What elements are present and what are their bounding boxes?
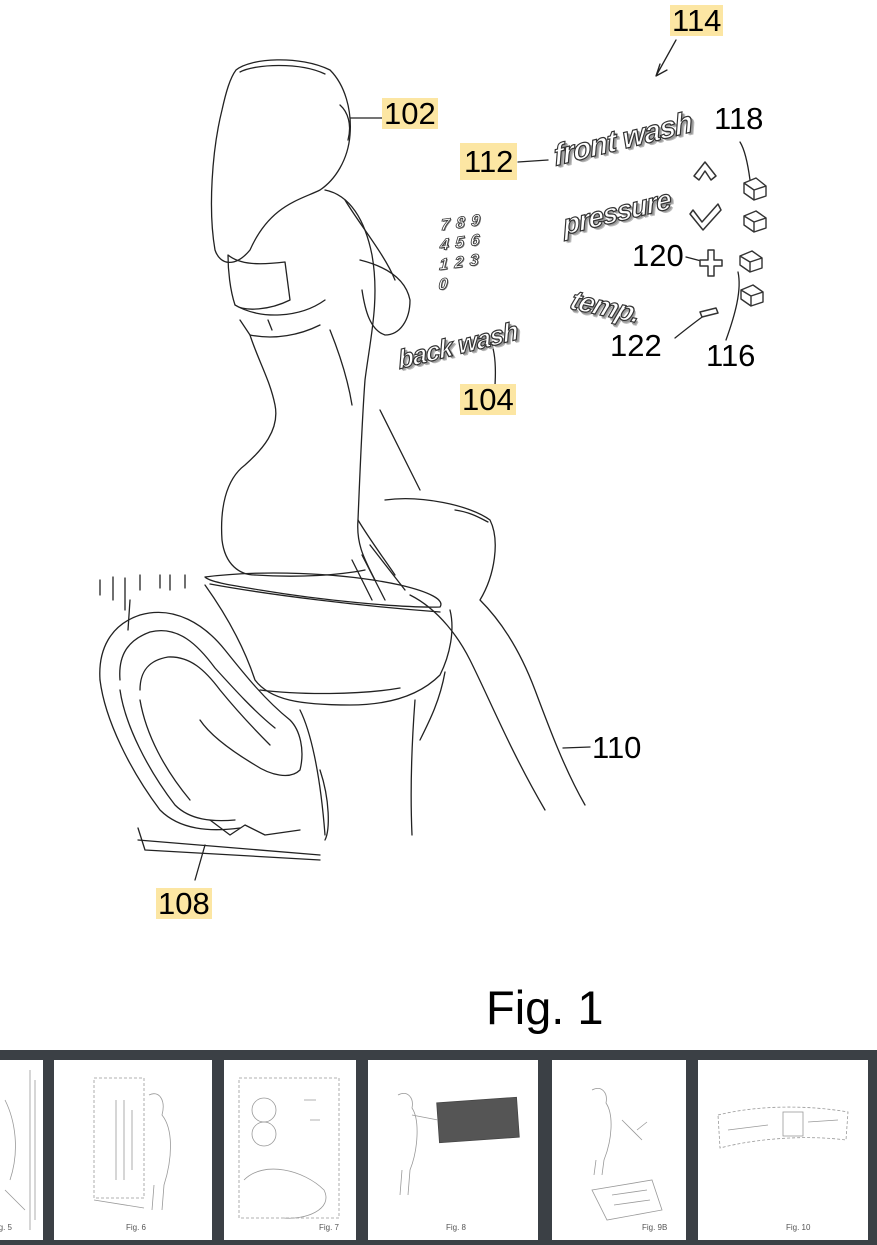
figure-leg xyxy=(384,498,586,806)
thumbnail-strip[interactable]: Fig. 5 Fig. 6 Fig. 7 Fig. 8 xyxy=(0,1050,877,1245)
thumbnail-caption: Fig. 8 xyxy=(446,1223,467,1232)
ref-122: 122 xyxy=(610,328,662,363)
thumbnail-caption: Fig. 10 xyxy=(786,1223,811,1232)
thumbnail-drawing xyxy=(591,1088,663,1221)
up-arrow-icon xyxy=(693,161,717,181)
keypad-digit: 1 xyxy=(438,255,449,275)
keypad-digit: 0 xyxy=(438,275,448,294)
figure-arm xyxy=(324,189,376,581)
ref-120: 120 xyxy=(632,238,684,273)
thumbnail-caption: Fig. 7 xyxy=(319,1223,340,1232)
keypad-digit: 6 xyxy=(470,231,480,251)
toilet-bowl xyxy=(204,584,453,706)
thumbnail-caption: Fig. 6 xyxy=(126,1223,147,1232)
thumbnail-fig-9[interactable]: Fig. 9B xyxy=(552,1060,686,1240)
figure-hair xyxy=(210,59,351,264)
keypad-digit: 2 xyxy=(454,253,464,272)
toilet-tank xyxy=(99,611,303,777)
ref-112: 112 xyxy=(460,143,518,180)
ref-104: 104 xyxy=(460,382,516,417)
keypad-digit: 7 xyxy=(440,216,450,235)
thumbnail-fig-5[interactable]: Fig. 5 xyxy=(0,1060,43,1240)
ref-116: 116 xyxy=(706,338,756,373)
thumbnail-caption: Fig. 9B xyxy=(642,1223,668,1232)
thumbnail-caption: Fig. 5 xyxy=(0,1223,13,1232)
thumbnail-drawing xyxy=(93,1077,171,1211)
thumbnail-fig-7[interactable]: Fig. 7 xyxy=(224,1060,356,1240)
thumbnail-fig-10[interactable]: Fig. 10 xyxy=(698,1060,868,1240)
figure-back xyxy=(220,334,277,576)
thumbnail-drawing xyxy=(238,1077,340,1219)
thumbnail-fig-8[interactable]: Fig. 8 xyxy=(368,1060,538,1240)
plus-icon xyxy=(699,249,723,277)
ref-102: 102 xyxy=(382,96,438,131)
keypad-digit: 4 xyxy=(439,236,450,255)
figure-caption: Fig. 1 xyxy=(486,981,604,1034)
thumbnail-fig-6[interactable]: Fig. 6 xyxy=(54,1060,212,1240)
thumbnail-drawing xyxy=(397,1093,520,1196)
keypad-digit: 3 xyxy=(469,251,480,270)
thumbnail-drawing xyxy=(4,1070,36,1230)
keypad-digit: 9 xyxy=(470,212,481,231)
ref-114: 114 xyxy=(670,3,724,38)
ref-110: 110 xyxy=(592,730,642,765)
thumbnail-drawing xyxy=(717,1106,849,1149)
check-icon xyxy=(689,203,722,231)
toilet-seat xyxy=(204,572,442,608)
keypad-digit: 8 xyxy=(455,214,466,233)
cube-button-icon xyxy=(739,177,767,307)
toilet-base xyxy=(299,671,446,836)
figure-line-art xyxy=(99,39,767,881)
minus-icon xyxy=(699,307,719,318)
keypad-digit: 5 xyxy=(454,234,465,253)
ref-108: 108 xyxy=(156,886,212,921)
ref-118: 118 xyxy=(714,101,764,136)
